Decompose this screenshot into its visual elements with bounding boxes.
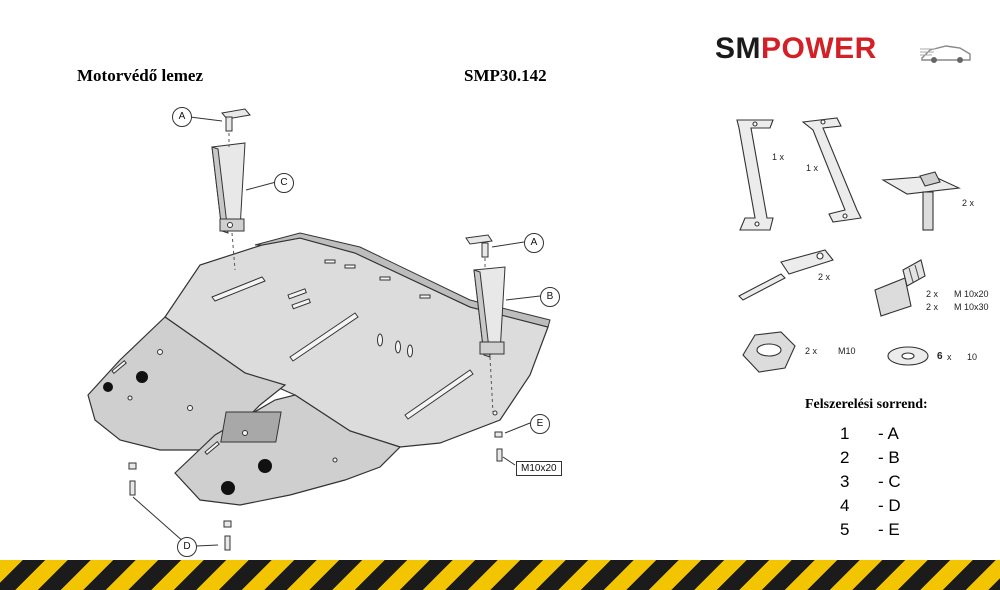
bracket-1-qty: 1 x: [772, 152, 785, 162]
step-number: 2: [840, 448, 850, 467]
bolt-qty-2: 2 x: [926, 302, 939, 312]
washer-x: x: [947, 352, 952, 362]
product-code: SMP30.142: [464, 66, 547, 85]
washer-qty: 6: [937, 351, 943, 362]
flat-plate-icon: [738, 273, 786, 301]
clip-icon: [881, 175, 962, 195]
step-letter: - E: [878, 520, 900, 539]
step-letter: - A: [878, 424, 899, 443]
callout-e: E: [530, 414, 550, 434]
step-letter: - B: [878, 448, 900, 467]
sequence-step: 1 - A: [840, 424, 950, 448]
smpower-logo: SMPOWER: [715, 32, 971, 72]
parts-illustrations: [736, 117, 962, 373]
bracket-1-icon: [736, 119, 774, 231]
washer-size: 10: [967, 352, 978, 362]
right-lower-plate: [174, 394, 402, 506]
skid-plate-diagram: [87, 108, 551, 551]
bolt-size-1: M 10x20: [954, 289, 989, 299]
callout-a-left: A: [172, 107, 192, 127]
bolt-qty-1: 2 x: [926, 289, 939, 299]
hazard-stripe-footer: [0, 560, 1000, 590]
bolt-icon: [874, 277, 912, 317]
step-letter: - C: [878, 472, 901, 491]
car-silhouette-icon: [920, 45, 971, 63]
step-number: 5: [840, 520, 850, 539]
logo-text-power: POWER: [761, 32, 877, 65]
callout-b: B: [540, 287, 560, 307]
callout-d: D: [177, 537, 197, 557]
step-number: 1: [840, 424, 850, 443]
nut-size: M10: [838, 346, 856, 356]
product-name: Motorvédő lemez: [77, 66, 204, 85]
bracket-2-qty: 1 x: [806, 163, 819, 173]
bolt-size-label: M10x20: [516, 461, 562, 476]
sequence-step: 3 - C: [840, 472, 950, 496]
bracket-2-icon: [801, 117, 862, 223]
nut-qty: 2 x: [805, 346, 818, 356]
clip-qty: 2 x: [962, 198, 975, 208]
logo-text-sm: SM: [715, 32, 761, 65]
step-number: 4: [840, 496, 850, 515]
plate-qty: 2 x: [818, 272, 831, 282]
callout-a-right: A: [524, 233, 544, 253]
step-letter: - D: [878, 496, 901, 515]
bolt-size-2: M 10x30: [954, 302, 989, 312]
sequence-list: 1 - A 2 - B 3 - C 4 - D 5 - E: [840, 424, 950, 544]
sequence-heading: Felszerelési sorrend:: [805, 397, 928, 412]
step-number: 3: [840, 472, 850, 491]
callout-c: C: [274, 173, 294, 193]
sequence-step: 5 - E: [840, 520, 950, 544]
sequence-step: 2 - B: [840, 448, 950, 472]
sequence-step: 4 - D: [840, 496, 950, 520]
